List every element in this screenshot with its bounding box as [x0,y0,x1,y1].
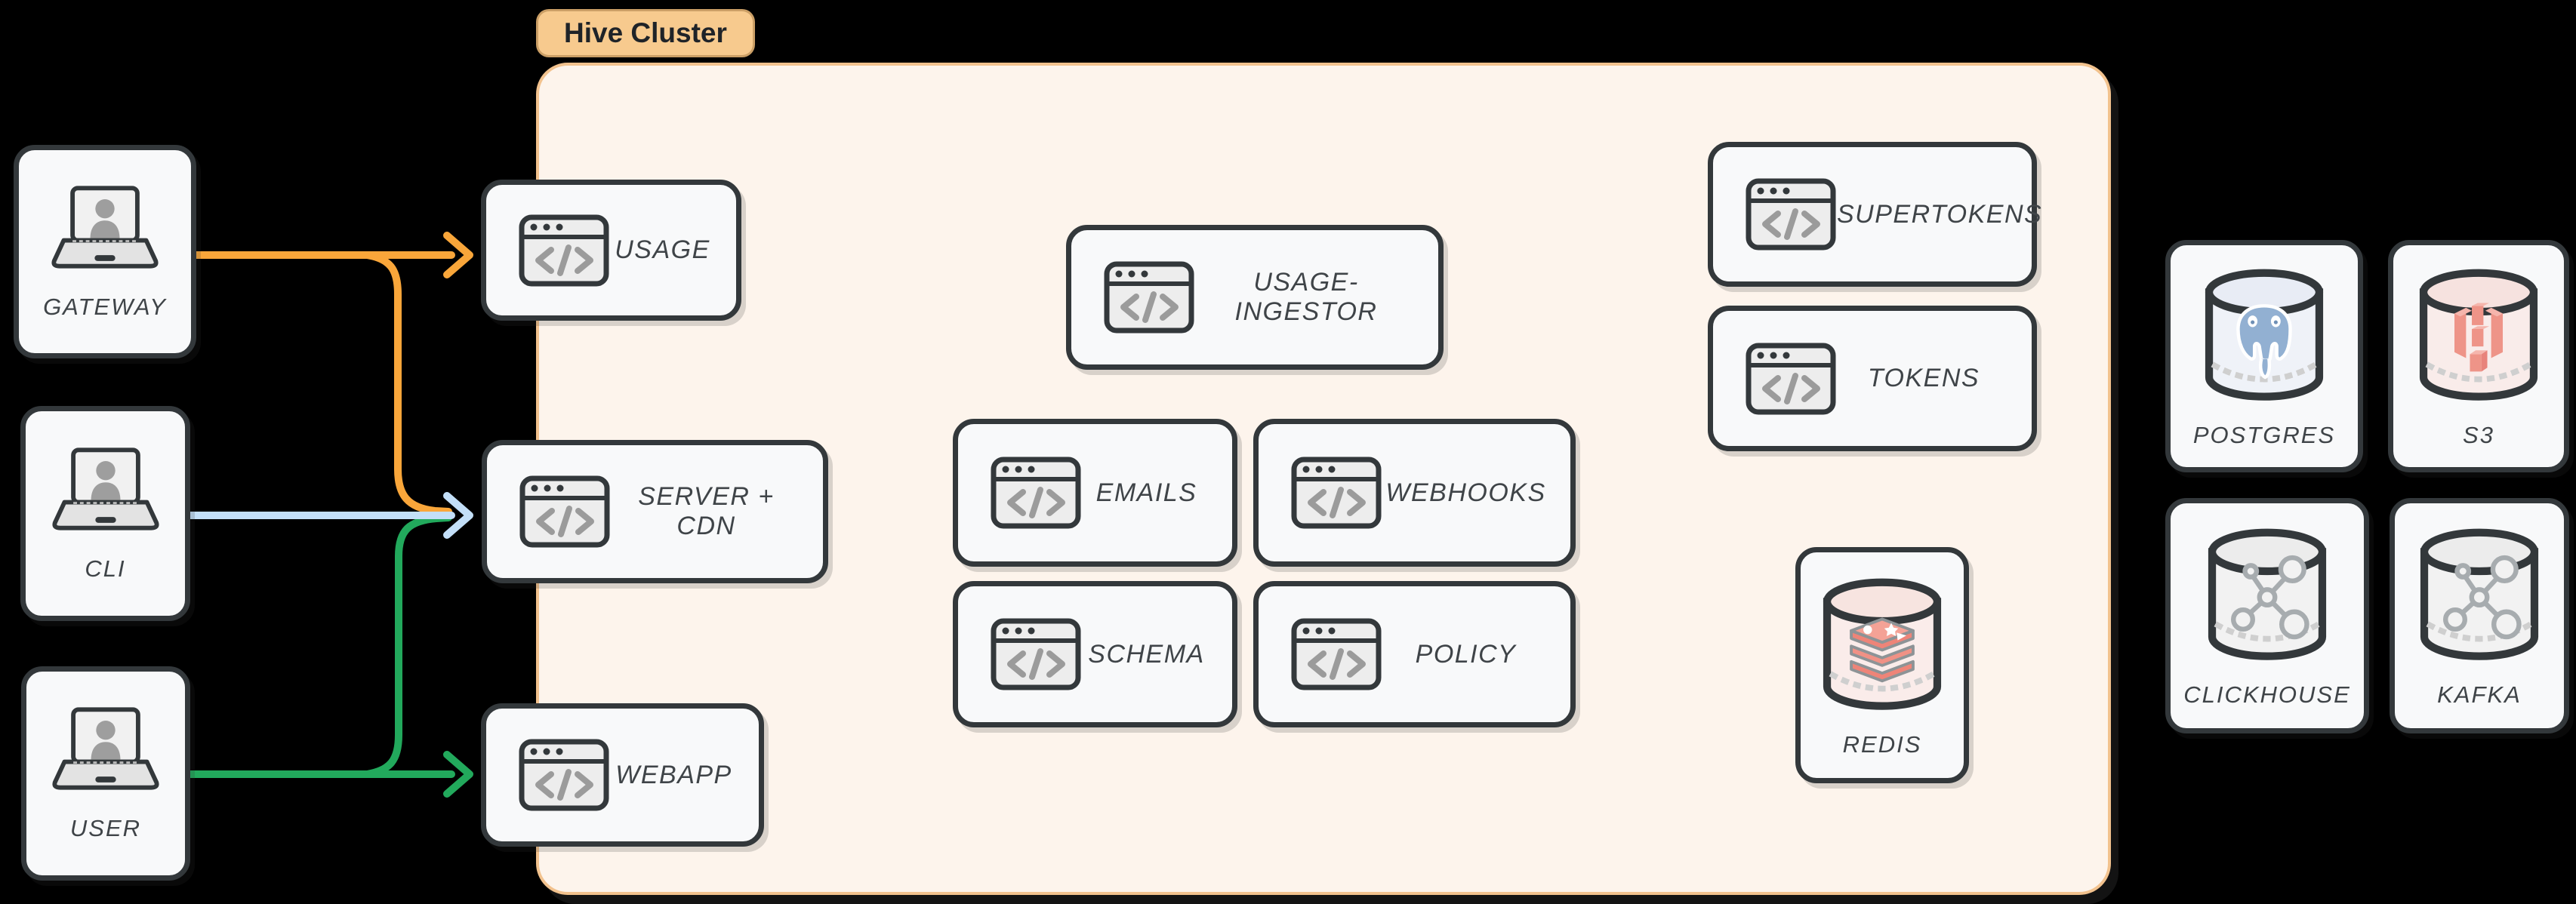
service-label: WEBHOOKS [1385,478,1546,507]
datastore-s3: S3 [2388,240,2569,472]
laptop-user-icon [47,705,165,794]
service-label: WEBAPP [615,760,732,789]
graph-database-icon [2204,523,2331,668]
service-webapp: WEBAPP [481,703,764,847]
edge-user-to-servercdn [363,514,452,778]
service-label: USAGE [615,235,710,264]
node-cli: CLI [20,406,190,621]
arrowhead-webapp [443,751,473,798]
service-usage: USAGE [481,180,741,321]
node-gateway: GATEWAY [14,145,196,358]
datastore-postgres: POSTGRES [2165,240,2363,472]
code-window-icon [990,617,1082,691]
code-window-icon [518,738,610,812]
service-label: USAGE-INGESTOR [1234,268,1378,326]
arrowhead-servercdn [443,492,473,539]
service-label: SCHEMA [1088,639,1205,669]
service-webhooks: WEBHOOKS [1253,419,1576,567]
node-label: CLI [85,555,126,582]
datastore-label: REDIS [1842,730,1922,758]
graph-database-icon [2416,523,2543,668]
node-label: GATEWAY [43,293,167,320]
code-window-icon [518,214,610,287]
code-window-icon [1103,260,1195,334]
datastore-label: CLICKHOUSE [2183,681,2351,708]
arrowhead-usage [443,232,473,278]
service-label: POLICY [1415,639,1517,669]
hive-cluster-label: Hive Cluster [536,9,755,57]
node-label: USER [69,815,142,841]
code-window-icon [1290,617,1382,691]
datastore-label: POSTGRES [2192,422,2336,448]
datastore-clickhouse: CLICKHOUSE [2165,498,2369,733]
service-tokens: TOKENS [1708,306,2037,451]
laptop-user-icon [46,183,164,272]
code-window-icon [1745,342,1837,416]
postgres-database-icon [2201,263,2328,408]
service-label: TOKENS [1867,364,1980,392]
service-label: EMAILS [1095,478,1197,507]
service-usage-ingestor: USAGE-INGESTOR [1066,225,1444,370]
service-policy: POLICY [1253,581,1576,727]
service-emails: EMAILS [953,419,1237,567]
code-window-icon [1290,456,1382,530]
service-server-cdn: SERVER + CDN [482,440,828,583]
s3-database-icon [2415,263,2542,408]
service-schema: SCHEMA [953,581,1237,727]
datastore-label: KAFKA [2437,681,2522,708]
datastore-redis: REDIS [1795,547,1969,783]
edge-gateway-to-servercdn [363,251,452,515]
datastore-kafka: KAFKA [2390,498,2569,733]
code-window-icon [1745,177,1837,251]
node-user: USER [21,666,190,881]
service-label: SUPERTOKENS [1837,199,2043,229]
code-window-icon [990,456,1082,530]
redis-database-icon [1819,573,1946,718]
code-window-icon [519,475,611,549]
laptop-user-icon [47,445,165,534]
service-label: SERVER + CDN [638,482,775,540]
service-supertokens: SUPERTOKENS [1708,142,2041,287]
datastore-label: S3 [2463,422,2494,448]
